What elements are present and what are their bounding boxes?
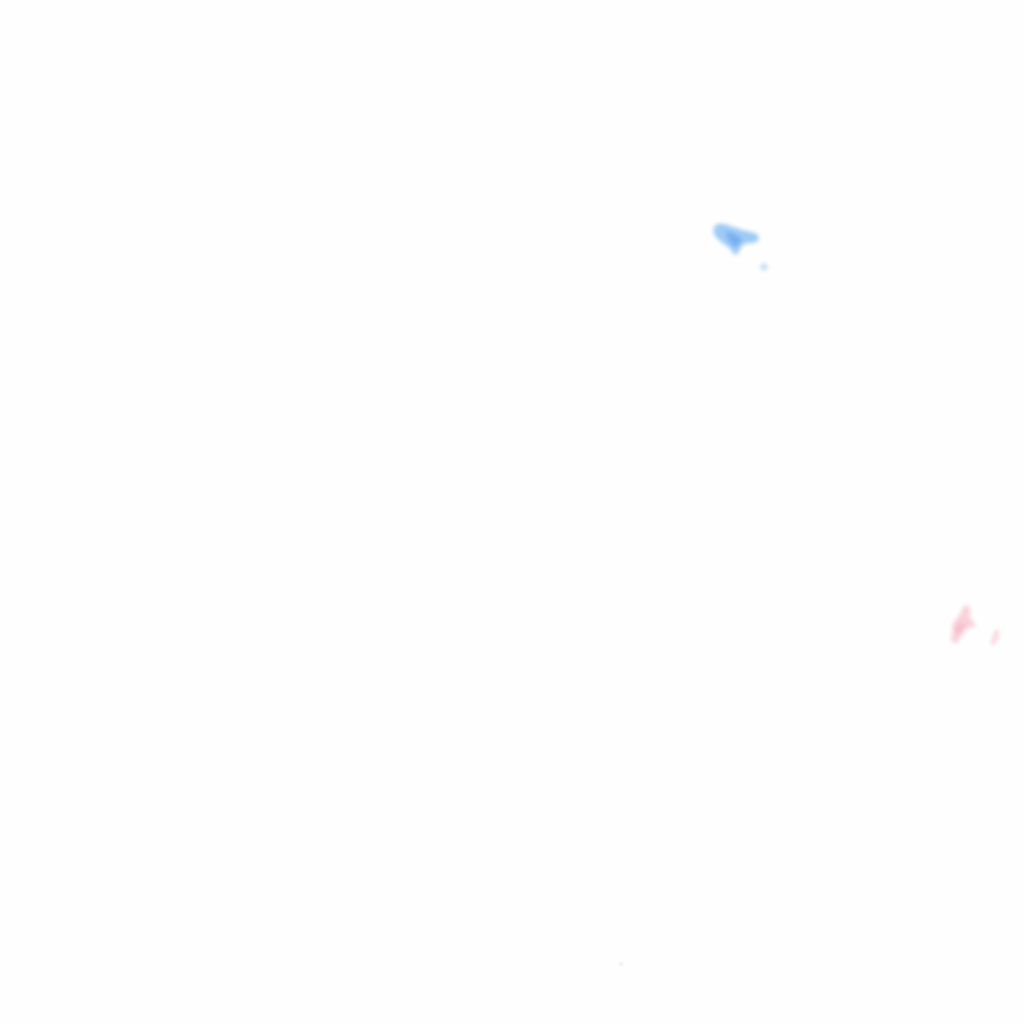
blue-blob-core	[726, 232, 742, 247]
pink-paint-blob	[951, 605, 1000, 646]
blue-blob-droplet	[760, 263, 768, 271]
blue-paint-blob	[713, 223, 768, 271]
pink-blob-core	[955, 623, 965, 635]
pink-blob-streak	[991, 629, 1000, 646]
faint-speck	[619, 962, 623, 966]
